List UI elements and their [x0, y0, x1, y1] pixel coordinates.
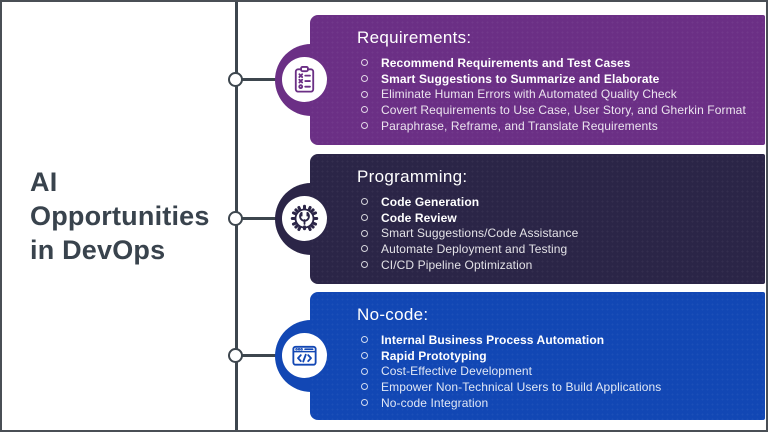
- programming-icon-circle: [282, 196, 327, 241]
- bullet-circle-icon: [361, 59, 368, 67]
- list-item-text: Recommend Requirements and Test Cases: [381, 55, 631, 70]
- list-item-text: Automate Deployment and Testing: [381, 241, 568, 256]
- list-item: No-code Integration: [357, 395, 755, 411]
- list-item: Smart Suggestions to Summarize and Elabo…: [357, 71, 755, 87]
- connector-line: [238, 217, 284, 220]
- list-item-text: Smart Suggestions to Summarize and Elabo…: [381, 71, 660, 86]
- checklist-clipboard-icon: [294, 65, 315, 93]
- bullet-circle-icon: [361, 245, 368, 253]
- bullet-circle-icon: [361, 90, 368, 98]
- timeline-node: [228, 348, 243, 363]
- requirements-list: Recommend Requirements and Test Cases Sm…: [357, 55, 755, 133]
- list-item: Empower Non-Technical Users to Build App…: [357, 379, 755, 395]
- timeline-node: [228, 72, 243, 87]
- requirements-icon-circle: [282, 57, 327, 102]
- bullet-circle-icon: [361, 399, 368, 407]
- list-item-text: CI/CD Pipeline Optimization: [381, 257, 533, 272]
- list-item-text: Rapid Prototyping: [381, 348, 487, 363]
- list-item: Code Review: [357, 210, 755, 226]
- bullet-circle-icon: [361, 261, 368, 269]
- list-item: Paraphrase, Reframe, and Translate Requi…: [357, 118, 755, 134]
- page-title: AI Opportunities in DevOps: [30, 165, 210, 267]
- list-item: Automate Deployment and Testing: [357, 241, 755, 257]
- gear-wrench-icon: [290, 204, 319, 232]
- bullet-circle-icon: [361, 229, 368, 237]
- programming-list: Code Generation Code Review Smart Sugges…: [357, 194, 755, 272]
- page-title-line: in DevOps: [30, 235, 166, 265]
- bullet-circle-icon: [361, 198, 368, 206]
- list-item-text: Code Review: [381, 210, 457, 225]
- bullet-circle-icon: [361, 122, 368, 130]
- list-item-text: No-code Integration: [381, 395, 489, 410]
- requirements-panel-title: Requirements:: [357, 28, 472, 47]
- connector-line: [238, 354, 284, 357]
- bullet-circle-icon: [361, 214, 368, 222]
- timeline-node: [228, 211, 243, 226]
- list-item: Recommend Requirements and Test Cases: [357, 55, 755, 71]
- nocode-panel-title: No-code:: [357, 305, 429, 324]
- list-item-text: Paraphrase, Reframe, and Translate Requi…: [381, 118, 658, 133]
- list-item-text: Internal Business Process Automation: [381, 332, 605, 347]
- list-item: Internal Business Process Automation: [357, 332, 755, 348]
- list-item-text: Empower Non-Technical Users to Build App…: [381, 379, 662, 394]
- list-item: Smart Suggestions/Code Assistance: [357, 225, 755, 241]
- bullet-circle-icon: [361, 75, 368, 83]
- bullet-circle-icon: [361, 106, 368, 114]
- connector-line: [238, 78, 284, 81]
- list-item-text: Smart Suggestions/Code Assistance: [381, 226, 579, 241]
- list-item: Rapid Prototyping: [357, 348, 755, 364]
- code-window-icon: [292, 345, 317, 366]
- bullet-circle-icon: [361, 352, 368, 360]
- programming-panel-title: Programming:: [357, 167, 468, 186]
- nocode-panel: No-code: Internal Business Process Autom…: [310, 292, 765, 420]
- list-item: CI/CD Pipeline Optimization: [357, 257, 755, 273]
- list-item: Eliminate Human Errors with Automated Qu…: [357, 86, 755, 102]
- list-item-text: Covert Requirements to Use Case, User St…: [381, 102, 746, 117]
- list-item: Covert Requirements to Use Case, User St…: [357, 102, 755, 118]
- list-item: Code Generation: [357, 194, 755, 210]
- bullet-circle-icon: [361, 336, 368, 344]
- requirements-panel: Requirements: Recommend Requirements and…: [310, 15, 765, 145]
- bullet-circle-icon: [361, 367, 368, 375]
- list-item-text: Cost-Effective Development: [381, 364, 533, 379]
- nocode-list: Internal Business Process Automation Rap…: [357, 332, 755, 410]
- nocode-icon-circle: [282, 333, 327, 378]
- bullet-circle-icon: [361, 383, 368, 391]
- list-item: Cost-Effective Development: [357, 363, 755, 379]
- programming-panel: Programming: Code Generation Code Review…: [310, 154, 765, 284]
- list-item-text: Code Generation: [381, 194, 480, 209]
- page-title-line: Opportunities: [30, 201, 210, 231]
- list-item-text: Eliminate Human Errors with Automated Qu…: [381, 87, 677, 102]
- page-title-line: AI: [30, 167, 58, 197]
